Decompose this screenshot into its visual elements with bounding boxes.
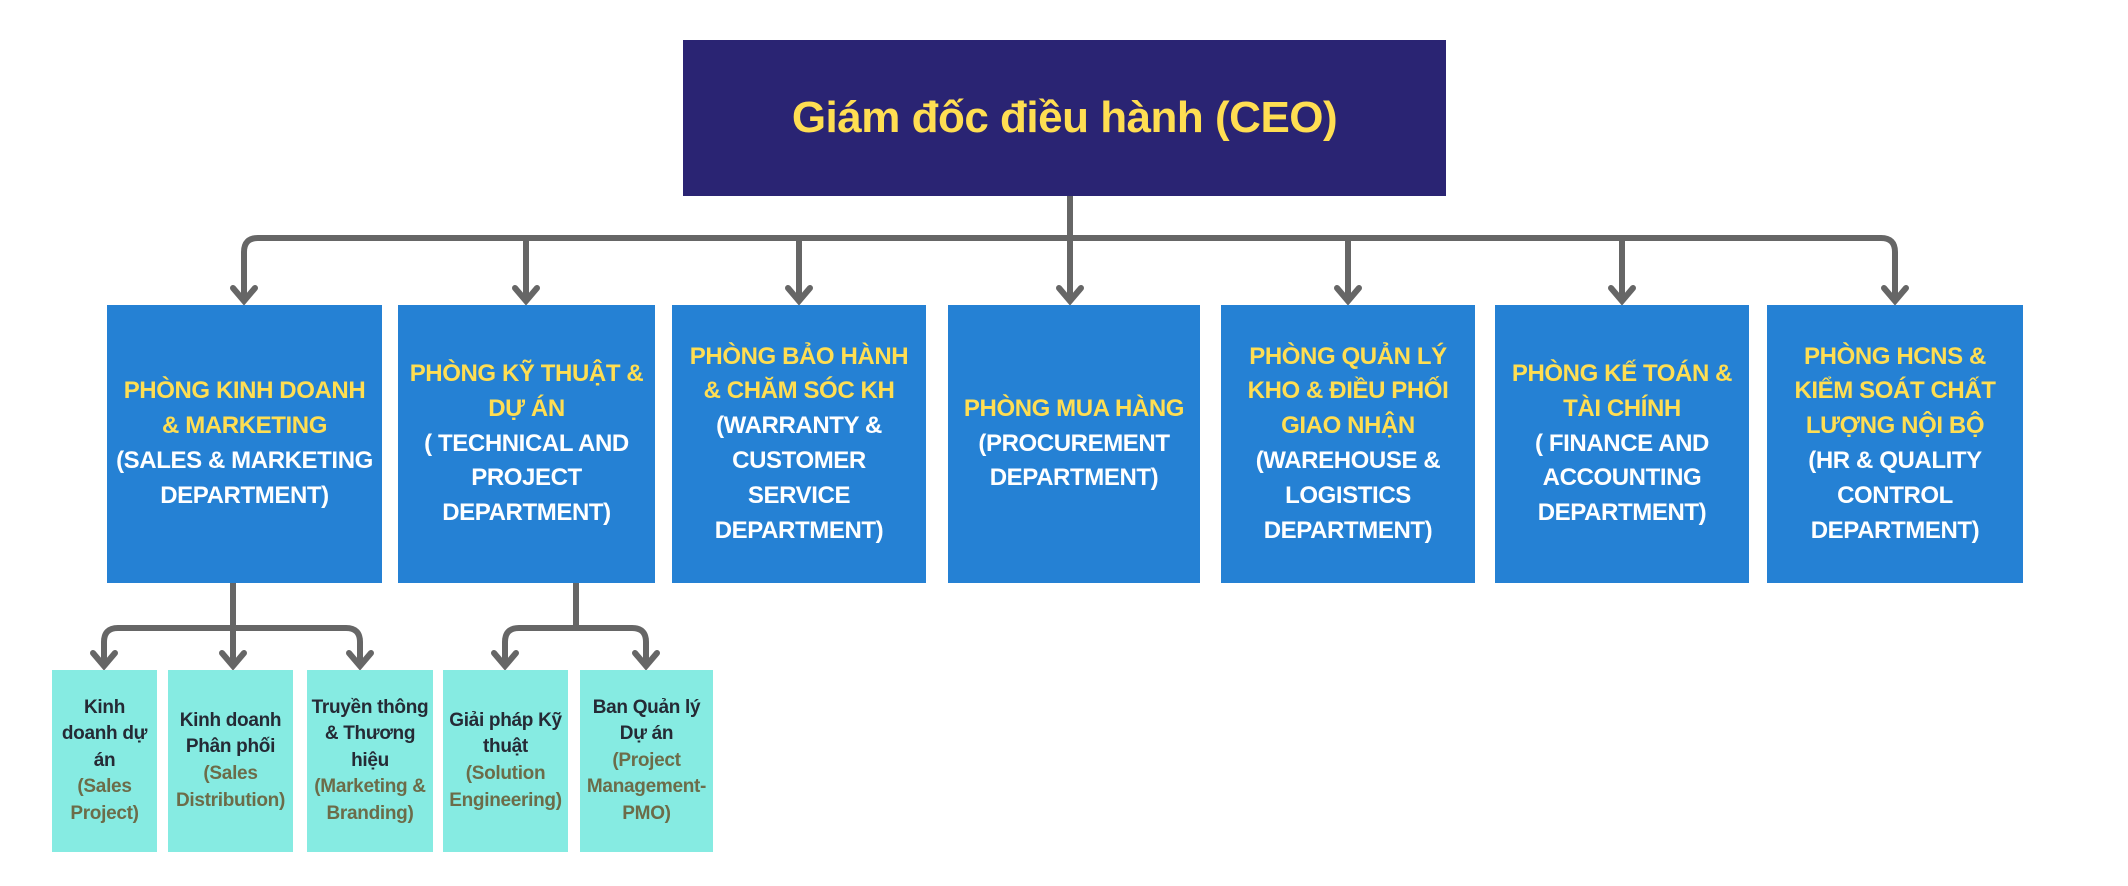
arrowhead-dept4	[1056, 285, 1084, 306]
department-name-vi: PHÒNG QUẢN LÝ KHO & ĐIỀU PHỐI GIAO NHẬN	[1247, 342, 1449, 440]
department-box-technical-project: PHÒNG KỸ THUẬT & DỰ ÁN ( TECHNICAL AND P…	[398, 305, 655, 583]
arrowhead-dept5	[1334, 285, 1362, 306]
arrowhead-sub3	[346, 650, 374, 671]
sub-unit-name-en: (Sales Project)	[70, 776, 139, 824]
arrowhead-sub1	[90, 650, 118, 671]
sub-unit-box-project-management-pmo: Ban Quản lý Dự án (Project Management-PM…	[580, 670, 713, 852]
sub-unit-box-marketing-branding: Truyền thông & Thương hiệu (Marketing & …	[307, 670, 433, 852]
department-name-en: (WARRANTY & CUSTOMER SERVICE DEPARTMENT)	[714, 412, 884, 544]
ceo-box: Giám đốc điều hành (CEO)	[683, 40, 1446, 196]
department-box-procurement: PHÒNG MUA HÀNG (PROCUREMENT DEPARTMENT)	[948, 305, 1200, 583]
department-name-vi: PHÒNG HCNS & KIỂM SOÁT CHẤT LƯỢNG NỘI BỘ	[1794, 342, 1996, 440]
sub-unit-box-solution-engineering: Giải pháp Kỹ thuật (Solution Engineering…	[443, 670, 568, 852]
department-name-en: (HR & QUALITY CONTROL DEPARTMENT)	[1808, 447, 1982, 544]
arrowhead-sub5	[632, 650, 660, 671]
department-name-vi: PHÒNG BẢO HÀNH & CHĂM SÓC KH	[689, 342, 909, 405]
sub-unit-name-vi: Ban Quản lý Dự án	[592, 696, 701, 745]
department-name-vi: PHÒNG KẾ TOÁN & TÀI CHÍNH	[1511, 360, 1733, 422]
sub-unit-name-vi: Truyền thông & Thương hiệu	[311, 696, 429, 771]
department-name-vi: PHÒNG MUA HÀNG	[963, 394, 1185, 422]
connector-level2-right-rail	[502, 625, 649, 663]
arrowhead-dept2	[512, 285, 540, 306]
department-box-warranty-customer-service: PHÒNG BẢO HÀNH & CHĂM SÓC KH (WARRANTY &…	[672, 305, 926, 583]
sub-unit-name-vi: Kinh doanh Phân phối	[179, 709, 282, 758]
department-name-en: ( TECHNICAL AND PROJECT DEPARTMENT)	[424, 429, 629, 527]
arrowhead-dept1	[230, 285, 258, 306]
arrowhead-dept6	[1608, 285, 1636, 306]
department-box-warehouse-logistics: PHÒNG QUẢN LÝ KHO & ĐIỀU PHỐI GIAO NHẬN …	[1221, 305, 1475, 583]
sub-unit-name-en: (Sales Distribution)	[175, 763, 286, 811]
department-name-en: ( FINANCE AND ACCOUNTING DEPARTMENT)	[1535, 429, 1709, 527]
ceo-label: Giám đốc điều hành (CEO)	[791, 93, 1338, 142]
sub-unit-box-sales-distribution: Kinh doanh Phân phối (Sales Distribution…	[168, 670, 293, 852]
connector-level2-left-rail	[101, 625, 363, 663]
arrowhead-sub4	[491, 650, 519, 671]
connector-level1-rail	[241, 235, 1898, 298]
sub-unit-name-en: (Marketing & Branding)	[314, 776, 426, 824]
arrowhead-dept3	[785, 285, 813, 306]
department-box-sales-marketing: PHÒNG KINH DOANH & MARKETING (SALES & MA…	[107, 305, 382, 583]
arrowhead-sub2	[219, 650, 247, 671]
department-box-finance-accounting: PHÒNG KẾ TOÁN & TÀI CHÍNH ( FINANCE AND …	[1495, 305, 1749, 583]
sub-unit-name-en: (Project Management-PMO)	[586, 749, 707, 824]
sub-unit-name-vi: Giải pháp Kỹ thuật	[449, 709, 562, 758]
department-box-hr-quality-control: PHÒNG HCNS & KIỂM SOÁT CHẤT LƯỢNG NỘI BỘ…	[1767, 305, 2023, 583]
sub-unit-name-en: (Solution Engineering)	[449, 763, 562, 811]
department-name-en: (PROCUREMENT DEPARTMENT)	[978, 429, 1170, 492]
sub-unit-box-sales-project: Kinh doanh dự án (Sales Project)	[52, 670, 157, 852]
department-name-vi: PHÒNG KỸ THUẬT & DỰ ÁN	[409, 360, 644, 422]
sub-unit-name-vi: Kinh doanh dự án	[61, 696, 148, 771]
department-name-en: (SALES & MARKETING DEPARTMENT)	[116, 447, 373, 509]
department-name-en: (WAREHOUSE & LOGISTICS DEPARTMENT)	[1255, 447, 1441, 544]
department-name-vi: PHÒNG KINH DOANH & MARKETING	[123, 377, 366, 440]
arrowhead-dept7	[1881, 285, 1909, 306]
